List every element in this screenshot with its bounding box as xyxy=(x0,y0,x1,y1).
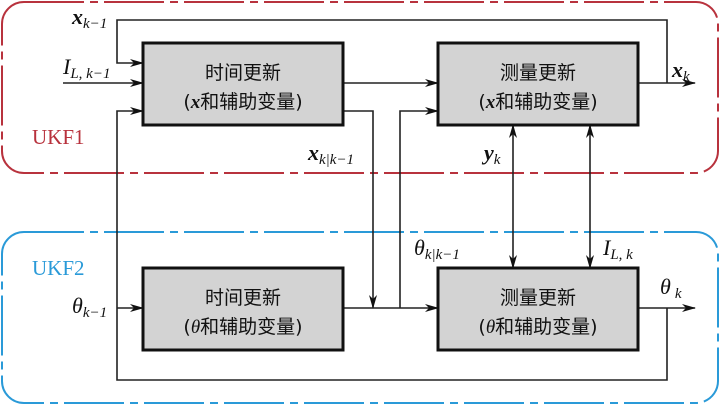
theta-feedback-wire xyxy=(116,107,668,381)
il-k-label: IL, k xyxy=(602,235,633,263)
ukf2-group-border xyxy=(1,231,719,404)
ukf1-group-border xyxy=(1,1,719,174)
meas-update-x-block: 测量更新 (x和辅助变量) xyxy=(436,41,640,127)
theta-pred-up-wire xyxy=(399,107,439,308)
time-update-theta-subtitle: (θ和辅助变量) xyxy=(183,316,302,338)
time-update-x-title: 时间更新 xyxy=(205,62,281,84)
meas-update-x-title: 测量更新 xyxy=(500,62,576,84)
meas-update-theta-title: 测量更新 xyxy=(500,287,576,309)
x-prev-feedback-wire xyxy=(116,19,668,83)
x-prev-label: xk−1 xyxy=(71,4,107,32)
theta-prev-label: θk−1 xyxy=(72,293,107,321)
y-meas-label: yk xyxy=(481,140,501,168)
time-update-theta-title: 时间更新 xyxy=(205,287,281,309)
theta-pred-label: θk|k−1 xyxy=(414,235,460,263)
il-prev-label: IL, k−1 xyxy=(62,54,110,82)
meas-update-theta-block: 测量更新 (θ和辅助变量) xyxy=(436,266,640,352)
x-pred-label: xk|k−1 xyxy=(307,140,354,168)
time-update-x-block: 时间更新 (x和辅助变量) xyxy=(141,41,345,127)
meas-update-x-subtitle: (x和辅助变量) xyxy=(478,91,597,113)
x-out-label: xk xyxy=(671,57,690,85)
ukf2-label: UKF2 xyxy=(32,256,85,280)
ukf1-label: UKF1 xyxy=(32,125,85,149)
time-update-theta-block: 时间更新 (θ和辅助变量) xyxy=(141,266,345,352)
x-pred-down-wire xyxy=(343,110,377,309)
time-update-x-subtitle: (x和辅助变量) xyxy=(183,91,302,113)
meas-update-theta-subtitle: (θ和辅助变量) xyxy=(478,316,597,338)
